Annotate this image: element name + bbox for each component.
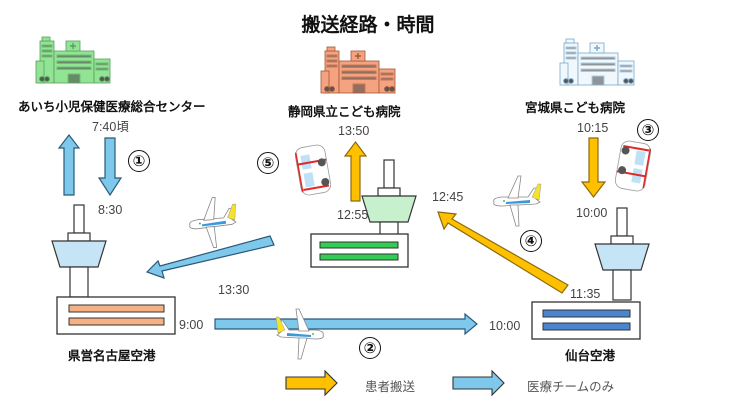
airport-label-sendai: 仙台空港 (565, 348, 616, 363)
step-5-marker: ⑤ (257, 152, 279, 174)
team-arrow-shizuoka-to-nagoya (145, 235, 275, 279)
airplane-icon (275, 308, 324, 360)
nagoya-runway-2 (68, 317, 165, 326)
step-3-marker: ③ (637, 119, 659, 141)
shizuoka-runway-2 (319, 253, 399, 261)
time-sendai-ambulance-arrive: 10:00 (576, 206, 608, 220)
ambulance-icon (293, 142, 333, 198)
legend-patient-arrow-icon (285, 369, 338, 397)
sendai-terminal (531, 301, 641, 340)
hospital-green-icon (35, 36, 111, 84)
patient-arrow-sendai-to-shizuoka (437, 211, 569, 294)
nagoya-control-tower (51, 204, 107, 298)
hospital-label-aichi: あいち小児保健医療総合センター (18, 99, 206, 114)
sendai-runway-2 (542, 322, 631, 331)
ambulance-icon (613, 138, 653, 194)
time-shizuoka-ambulance-depart: 12:55 (337, 208, 369, 222)
airport-label-nagoya: 県営名古屋空港 (68, 348, 156, 363)
hospital-label-shizuoka: 静岡県立こども病院 (288, 104, 401, 119)
time-miyagi-depart: 10:15 (577, 121, 609, 135)
team-arrow-up-aichi (57, 134, 81, 196)
hospital-blue-icon (559, 38, 635, 86)
hospital-orange-icon (320, 46, 396, 94)
time-return-nagoya: 13:30 (218, 283, 250, 297)
shizuoka-runway-1 (319, 241, 399, 249)
sendai-runway-1 (542, 309, 631, 318)
team-arrow-nagoya-to-sendai (214, 312, 478, 336)
nagoya-terminal (56, 296, 176, 335)
time-shizuoka-arrive: 12:45 (432, 190, 464, 204)
step-1-marker: ① (128, 150, 150, 172)
time-nagoya-arrive: 8:30 (98, 203, 123, 217)
nagoya-runway-1 (68, 304, 165, 313)
time-nagoya-depart: 9:00 (179, 318, 204, 332)
legend-patient-label: 患者搬送 (365, 379, 416, 394)
hospital-label-miyagi: 宮城県こども病院 (525, 100, 626, 115)
shizuoka-terminal (310, 233, 409, 268)
airplane-icon (187, 195, 240, 250)
sendai-control-tower (594, 207, 650, 301)
legend-team-arrow-icon (452, 369, 505, 397)
legend-team-label: 医療チームのみ (527, 379, 615, 394)
step-4-marker: ④ (520, 230, 542, 252)
time-sendai-arrive: 10:00 (489, 319, 521, 333)
step-2-marker: ② (359, 337, 381, 359)
time-aichi-depart: 7:40頃 (92, 120, 129, 134)
time-shizuoka-hospital-arrive: 13:50 (338, 124, 370, 138)
patient-arrow-shizuoka-to-hospital (343, 141, 368, 202)
team-arrow-down-nagoya (97, 137, 123, 197)
diagram-title: 搬送経路・時間 (301, 14, 435, 36)
time-sendai-depart: 11:35 (570, 287, 601, 301)
patient-arrow-miyagi-to-sendai (580, 137, 607, 198)
airplane-icon (493, 175, 542, 227)
